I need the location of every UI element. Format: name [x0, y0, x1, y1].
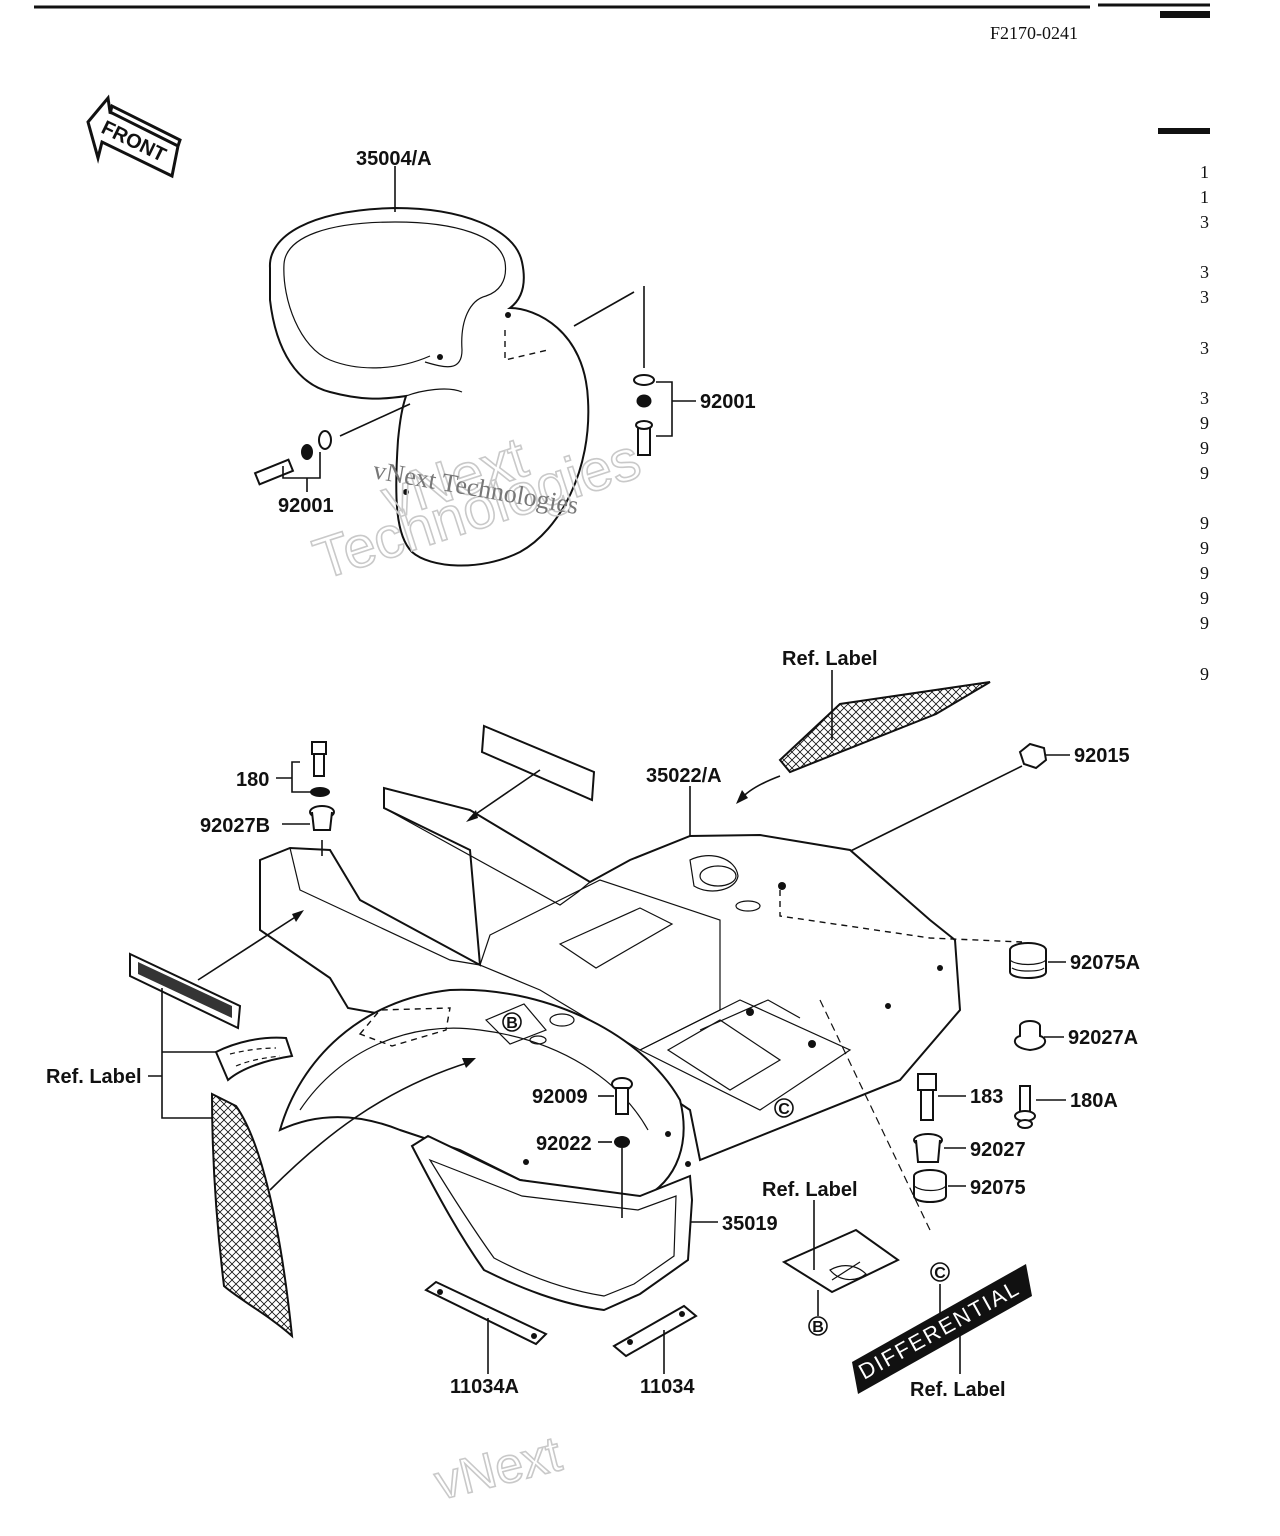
- callout-92015: 92015: [1074, 745, 1130, 767]
- ref-label-left-group: [129, 910, 304, 1339]
- bolt-183: [917, 1073, 966, 1121]
- svg-text:C: C: [778, 1101, 790, 1118]
- bracket-11034: [612, 1304, 698, 1374]
- ref-strip-label: [466, 724, 596, 822]
- seat-part-35004A: [268, 166, 645, 567]
- callout-92075A: 92075A: [1070, 952, 1140, 974]
- callout-35004A: 35004/A: [356, 148, 432, 170]
- svg-text:B: B: [506, 1015, 518, 1032]
- callout-92001-left: 92001: [278, 495, 334, 517]
- callout-ref-label-mid: Ref. Label: [762, 1179, 858, 1201]
- callout-35019: 35019: [722, 1213, 778, 1235]
- side-index-column: 1 1 3 3 3 3 3 9 9 9 9 9 9 9 9 9: [1200, 162, 1209, 684]
- callout-180A: 180A: [1070, 1090, 1118, 1112]
- side-index-char: 9: [1200, 413, 1209, 433]
- collar-92027B: [282, 805, 335, 856]
- callout-ref-label-top: Ref. Label: [782, 648, 878, 670]
- side-index-char: 9: [1200, 613, 1209, 633]
- side-index-char: 3: [1200, 338, 1209, 358]
- bolt-set-92001-right: [633, 374, 696, 456]
- svg-text:C: C: [934, 1265, 946, 1282]
- bolt-set-92001-left: [253, 430, 332, 492]
- ref-label-mid: [781, 1200, 900, 1316]
- page-border: [34, 3, 1210, 134]
- collar-92027A: [1013, 1020, 1064, 1052]
- collar-92027: [913, 1133, 966, 1163]
- ref-label-mesh-top: [736, 670, 991, 804]
- callout-35022A: 35022/A: [646, 765, 722, 787]
- front-fender-section: [269, 988, 691, 1219]
- callout-ref-label-left: Ref. Label: [46, 1066, 142, 1088]
- side-index-char: 9: [1200, 438, 1209, 458]
- callout-92027B: 92027B: [200, 815, 270, 837]
- side-index-char: 1: [1200, 162, 1209, 182]
- callout-ref-label-bottom: Ref. Label: [910, 1379, 1006, 1401]
- document-code: F2170-0241: [990, 23, 1078, 43]
- side-index-char: 3: [1200, 212, 1209, 232]
- bracket-11034A: [424, 1280, 548, 1374]
- grommet-92075: [913, 1169, 966, 1203]
- marker-c-label: C: [930, 1262, 950, 1282]
- watermark-bottom: vNext: [429, 1425, 567, 1510]
- side-index-char: 9: [1200, 588, 1209, 608]
- front-arrow-icon: FRONT: [86, 94, 182, 179]
- side-index-char: 9: [1200, 538, 1209, 558]
- callout-92001-right: 92001: [700, 391, 756, 413]
- marker-b-lower: B: [808, 1316, 828, 1336]
- side-index-char: 9: [1200, 513, 1209, 533]
- side-index-char: 3: [1200, 287, 1209, 307]
- marker-b-upper: B: [502, 1012, 522, 1032]
- callout-180: 180: [236, 769, 269, 791]
- washer-92022: [598, 1136, 630, 1148]
- bolt-180A: [1014, 1085, 1066, 1129]
- callout-92022: 92022: [536, 1133, 592, 1155]
- side-index-char: 3: [1200, 262, 1209, 282]
- callout-92075: 92075: [970, 1177, 1026, 1199]
- grommet-92075A: [1009, 942, 1066, 979]
- callout-183: 183: [970, 1086, 1003, 1108]
- side-index-char: 1: [1200, 187, 1209, 207]
- screw-92009: [598, 1077, 633, 1115]
- callout-92027: 92027: [970, 1139, 1026, 1161]
- marker-c-fender: C: [774, 1098, 794, 1118]
- differential-ref-label: DIFFERENTIAL: [852, 1264, 1032, 1394]
- callout-11034: 11034: [640, 1376, 695, 1398]
- callout-92027A: 92027A: [1068, 1027, 1138, 1049]
- side-index-char: 9: [1200, 664, 1209, 684]
- callout-11034A: 11034A: [450, 1376, 519, 1398]
- bolt-180: [276, 741, 330, 797]
- mudflap-35019: [410, 1134, 718, 1312]
- side-index-char: 9: [1200, 563, 1209, 583]
- side-index-char: 3: [1200, 388, 1209, 408]
- callout-92009: 92009: [532, 1086, 588, 1108]
- svg-text:B: B: [812, 1319, 824, 1336]
- side-index-char: 9: [1200, 463, 1209, 483]
